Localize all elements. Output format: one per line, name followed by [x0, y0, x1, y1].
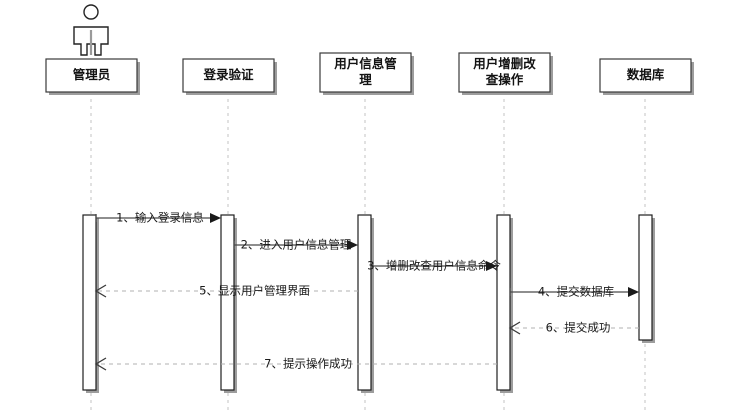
participant-box-actor[interactable] — [45, 58, 138, 93]
activation-bar-login-validation — [220, 214, 235, 391]
participant-label-user-info-management: 用户信息管 — [333, 56, 397, 71]
arrowhead-filled-1 — [210, 213, 221, 223]
participant-box-database[interactable] — [599, 58, 692, 93]
activation-bar-actor — [82, 214, 97, 391]
arrowhead-open-5 — [94, 284, 107, 298]
arrowhead-filled-3 — [486, 261, 497, 271]
activation-bar-user-info-management — [357, 214, 372, 391]
participant-box-user-crud-operations[interactable] — [458, 52, 551, 93]
arrowhead-filled-2 — [347, 240, 358, 250]
message-label-5: 5、显示用户管理界面 — [199, 284, 310, 298]
participant-box-login-validation[interactable] — [182, 58, 275, 93]
actor-stick-figure-icon — [73, 4, 109, 56]
participant-label-actor: 管理员 — [73, 67, 111, 82]
message-label-3: 3、增删改查用户信息命令 — [367, 259, 501, 273]
activation-bar-database — [638, 214, 653, 341]
message-label-2: 2、进入用户信息管理 — [241, 238, 352, 252]
message-label-4: 4、提交数据库 — [538, 285, 614, 299]
participant-box-user-info-management[interactable] — [319, 52, 412, 93]
arrowhead-open-6 — [508, 321, 521, 335]
participant-label-login-validation: 登录验证 — [202, 67, 254, 82]
participant-label-database: 数据库 — [626, 67, 665, 82]
message-label-1: 1、输入登录信息 — [116, 211, 204, 225]
message-label-7: 7、提示操作成功 — [264, 357, 352, 371]
arrowhead-filled-4 — [628, 287, 639, 297]
message-label-6: 6、提交成功 — [546, 321, 611, 335]
arrowhead-open-7 — [94, 357, 107, 371]
participant-label-user-info-management: 理 — [359, 72, 372, 87]
activation-bar-user-crud-operations — [496, 214, 511, 391]
participant-label-user-crud-operations: 用户增删改 — [472, 56, 536, 71]
participant-label-user-crud-operations: 查操作 — [485, 72, 524, 87]
